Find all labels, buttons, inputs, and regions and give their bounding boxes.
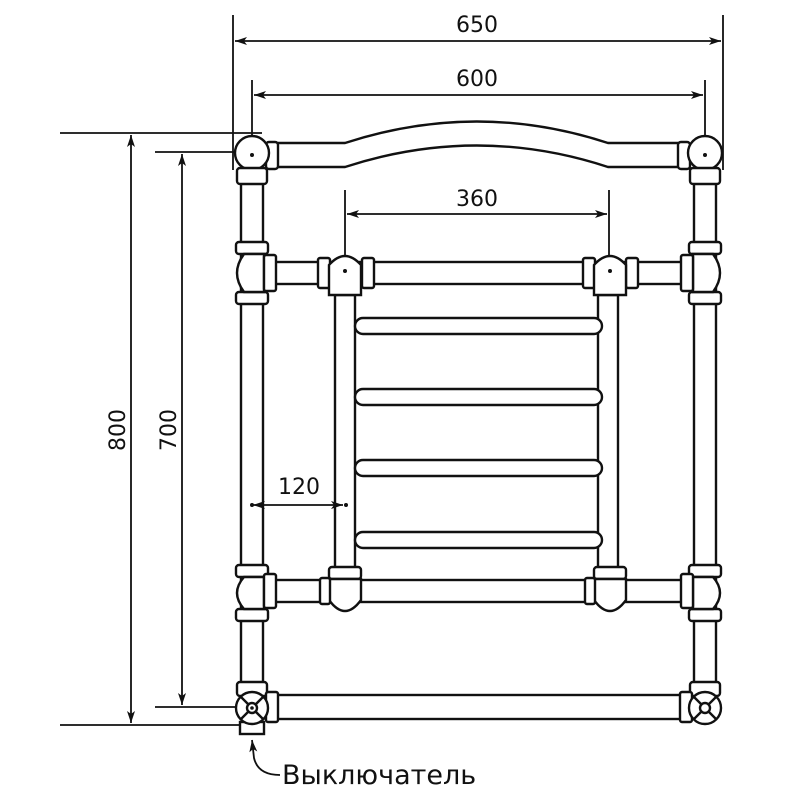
dimension-label-650: 650 [456, 13, 498, 38]
towel-bars [353, 316, 604, 550]
dimension-label-120: 120 [278, 475, 320, 500]
switch-callout-label: Выключатель [282, 760, 476, 791]
dimension-label-360: 360 [456, 187, 498, 212]
dimension-label-700: 700 [157, 409, 182, 451]
top-arched-rail [233, 120, 724, 172]
dimension-label-800: 800 [106, 409, 131, 451]
upper-horizontal-rail [234, 240, 723, 306]
lower-horizontal-rail [234, 563, 723, 623]
switch-icon [234, 690, 270, 736]
dimension-label-600: 600 [456, 67, 498, 92]
bottom-rail [235, 680, 722, 724]
dimension-650: 650 [232, 13, 724, 170]
switch-callout: Выключатель [249, 739, 476, 791]
dimension-120: 120 [250, 475, 348, 509]
dimension-700: 700 [155, 151, 252, 708]
dimension-600: 600 [251, 67, 706, 155]
dimension-360: 360 [344, 187, 610, 270]
outer-posts [235, 166, 722, 685]
valve-icon [687, 690, 723, 726]
dimension-800: 800 [60, 132, 262, 726]
